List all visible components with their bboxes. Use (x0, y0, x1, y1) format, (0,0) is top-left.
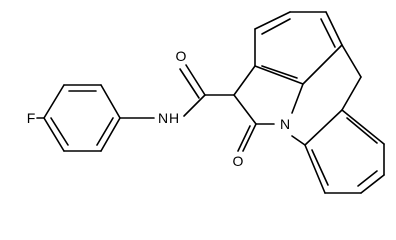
double-bond-inner (261, 18, 291, 35)
bond (341, 44, 362, 78)
carbonyl-bond (185, 64, 206, 96)
n-c-bond (291, 135, 306, 146)
chemical-structure-diagram: F N H O N O (27, 11, 385, 194)
bond (43, 117, 65, 152)
double-bond-inner (357, 170, 378, 187)
bond (233, 65, 256, 96)
bond (304, 109, 343, 146)
bond (360, 174, 385, 194)
double-bond-inner (346, 117, 378, 144)
bond (325, 11, 343, 46)
bond (304, 144, 326, 194)
n-c-bond (291, 83, 304, 114)
bond (254, 11, 291, 30)
bond (302, 44, 343, 85)
lactam-carbonyl-double-bond (237, 125, 251, 152)
lower-benzene-ring (291, 109, 385, 194)
double-bond-inner (50, 117, 69, 146)
ring-nitrogen-label: N (280, 116, 290, 132)
bond (43, 84, 65, 119)
bridge (341, 44, 362, 111)
lactam-ring (233, 65, 304, 152)
upper-benzene-ring (254, 11, 343, 85)
lactam-carbonyl-bond (242, 123, 257, 152)
double-bond-inner (261, 65, 298, 79)
n-c-bond (183, 94, 206, 117)
structure-canvas: F N H O N O (26, 11, 385, 194)
bond (233, 94, 257, 125)
fluorine-atom-label: F (27, 110, 36, 126)
carbonyl-double-bond (179, 68, 200, 99)
amide-hydrogen-label: H (169, 110, 179, 126)
bond (100, 84, 121, 119)
fluorophenyl-ring (36, 84, 121, 152)
bond (100, 117, 121, 152)
double-bond-inner (96, 117, 114, 146)
bond (254, 65, 304, 85)
amide-group (119, 64, 235, 119)
amide-nitrogen-label: N (158, 110, 168, 126)
double-bond-inner (311, 149, 329, 186)
lactam-oxygen-label: O (233, 153, 244, 169)
amide-carbonyl-oxygen-label: O (176, 48, 187, 64)
bond (341, 109, 385, 145)
double-bond-inner (320, 18, 336, 48)
bond (341, 76, 362, 111)
